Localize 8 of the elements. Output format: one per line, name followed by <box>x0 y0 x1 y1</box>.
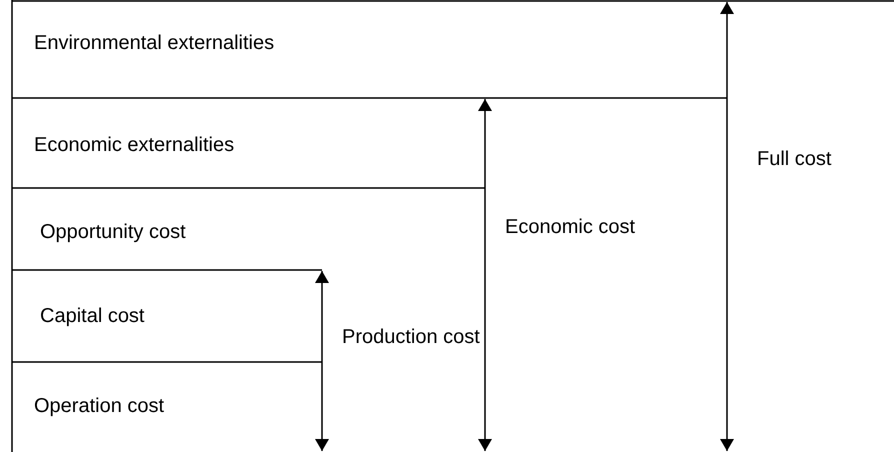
dimension-label: Full cost <box>757 147 832 172</box>
band-label: Environmental externalities <box>34 31 274 55</box>
band-label: Operation cost <box>34 394 164 418</box>
band-label: Capital cost <box>40 304 144 328</box>
band-label: Opportunity cost <box>40 220 186 244</box>
dimension-label: Production cost <box>342 325 481 350</box>
dimension-label: Economic cost <box>505 215 636 240</box>
band-label: Economic externalities <box>34 133 234 157</box>
